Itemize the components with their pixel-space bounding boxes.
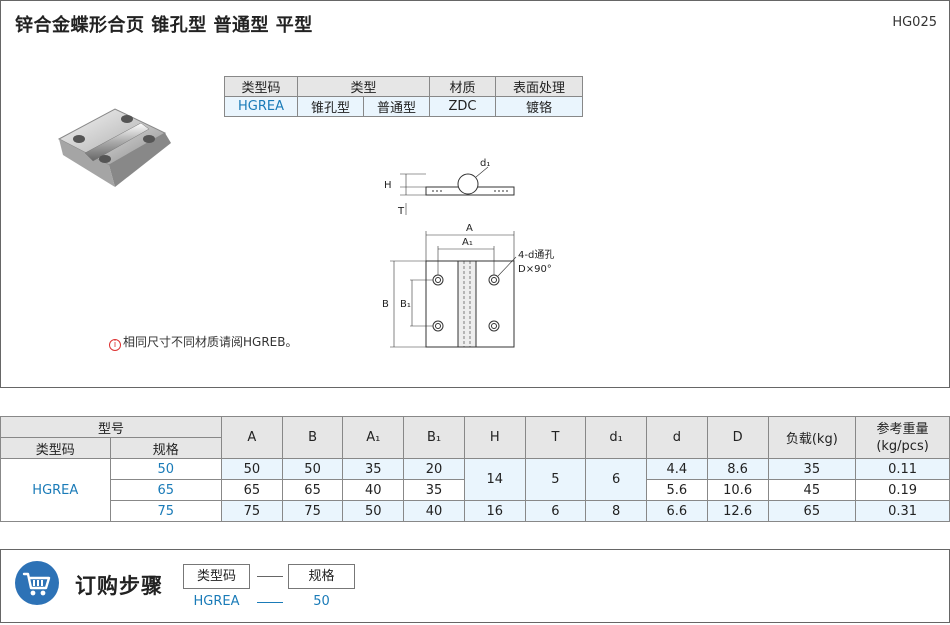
spec-header-B: B: [281, 416, 344, 459]
spec-cell: 6: [585, 458, 647, 501]
order-label-size: 规格: [288, 564, 355, 589]
table-row: HGREA 50 50 50 35 20 14 5 6 4.4 8.6 35 0…: [0, 458, 950, 522]
spec-cell: 12.6: [706, 500, 769, 522]
cart-icon: [15, 561, 59, 605]
spec-cell: 0.31: [855, 500, 950, 522]
spec-size: 65: [109, 479, 223, 501]
spec-header-weight: 参考重量 (kg/pcs): [855, 416, 950, 459]
label-B: B: [382, 299, 389, 310]
spec-type-code: HGREA: [0, 458, 111, 522]
label-B1: B₁: [400, 299, 411, 310]
label-A1: A₁: [462, 237, 473, 248]
table-row: 65 65 65 40 35 5.6 10.6 45 0.19: [1, 479, 950, 501]
technical-drawing: d₁ H T A A₁ B B₁ 4-d通孔 D×90°: [382, 158, 554, 348]
spec-cell: 45: [767, 479, 857, 501]
info-material: ZDC: [429, 96, 496, 117]
spec-header-size: 规格: [109, 437, 223, 459]
spec-cell: 50: [221, 458, 283, 480]
info-type-2: 普通型: [363, 96, 430, 117]
label-hole-1: 4-d通孔: [518, 249, 554, 261]
spec-cell: 0.19: [855, 479, 950, 501]
order-value-connector: [257, 602, 283, 603]
info-table: 类型码 类型 材质 表面处理 HGREA 锥孔型 普通型 ZDC 镀铬: [224, 76, 583, 117]
info-type-1: 锥孔型: [297, 96, 364, 117]
material-note-text: 相同尺寸不同材质请阅HGREB。: [123, 335, 298, 349]
spec-cell: 40: [342, 479, 405, 501]
info-type-code: HGREA: [224, 96, 298, 117]
spec-cell: 35: [403, 479, 465, 501]
spec-header-d: d: [645, 416, 708, 459]
spec-cell: 8: [585, 500, 647, 522]
order-label-type-code: 类型码: [183, 564, 250, 589]
spec-size: 50: [109, 458, 223, 480]
label-H: H: [384, 180, 392, 191]
spec-cell: 50: [342, 500, 405, 522]
spec-header-D: D: [706, 416, 769, 459]
label-T: T: [397, 206, 405, 217]
spec-cell: 65: [767, 500, 857, 522]
spec-size: 75: [109, 500, 223, 522]
label-d1: d₁: [480, 158, 490, 169]
spec-cell: 40: [403, 500, 465, 522]
order-title: 订购步骤: [75, 574, 163, 598]
spec-cell: 50: [281, 458, 344, 480]
spec-cell: 4.4: [645, 458, 708, 480]
spec-header-H: H: [463, 416, 526, 459]
spec-header-load: 负载(kg): [767, 416, 857, 459]
spec-cell: 65: [221, 479, 283, 501]
info-header-type-code: 类型码: [224, 76, 298, 97]
spec-cell: 65: [281, 479, 344, 501]
spec-cell: 6.6: [645, 500, 708, 522]
order-value-size: 50: [313, 594, 330, 609]
spec-cell: 0.11: [855, 458, 950, 480]
spec-header-d1: d₁: [585, 416, 647, 459]
product-panel: 锌合金蝶形合页 锥孔型 普通型 平型 HG025 类型码 类型 材质 表面处理 …: [0, 0, 950, 388]
info-icon: i: [109, 339, 121, 351]
spec-cell: 35: [767, 458, 857, 480]
spec-header-A: A: [221, 416, 283, 459]
spec-cell: 14: [463, 458, 526, 501]
spec-cell: 8.6: [706, 458, 769, 480]
hinge-photo: [57, 108, 171, 187]
spec-header-T: T: [524, 416, 587, 459]
order-value-type-code: HGREA: [193, 594, 240, 609]
info-surface: 镀铬: [495, 96, 583, 117]
spec-cell: 5: [524, 458, 587, 501]
spec-cell: 10.6: [706, 479, 769, 501]
order-panel: 订购步骤 类型码 规格 HGREA 50: [0, 549, 950, 623]
spec-header-A1: A₁: [342, 416, 405, 459]
info-header-surface: 表面处理: [495, 76, 583, 97]
spec-cell: 6: [524, 500, 587, 522]
label-hole-2: D×90°: [518, 264, 552, 275]
info-header-type: 类型: [297, 76, 430, 97]
spec-header-B1: B₁: [403, 416, 465, 459]
order-connector: [257, 576, 283, 577]
spec-cell: 75: [281, 500, 344, 522]
spec-cell: 20: [403, 458, 465, 480]
spec-header-type-code: 类型码: [0, 437, 111, 459]
spec-header-model: 型号: [0, 416, 222, 438]
label-A: A: [466, 223, 473, 234]
table-row: 75 75 75 50 40 16 6 8 6.6 12.6 65 0.31: [1, 500, 950, 522]
info-header-material: 材质: [429, 76, 496, 97]
page-title: 锌合金蝶形合页 锥孔型 普通型 平型: [15, 15, 313, 36]
spec-cell: 16: [463, 500, 526, 522]
spec-cell: 35: [342, 458, 405, 480]
product-code: HG025: [892, 15, 937, 30]
spec-table: 型号 A B A₁ B₁ H T d₁ d D 负载(kg) 参考重量 (kg/…: [0, 416, 950, 522]
spec-cell: 75: [221, 500, 283, 522]
spec-cell: 5.6: [645, 479, 708, 501]
